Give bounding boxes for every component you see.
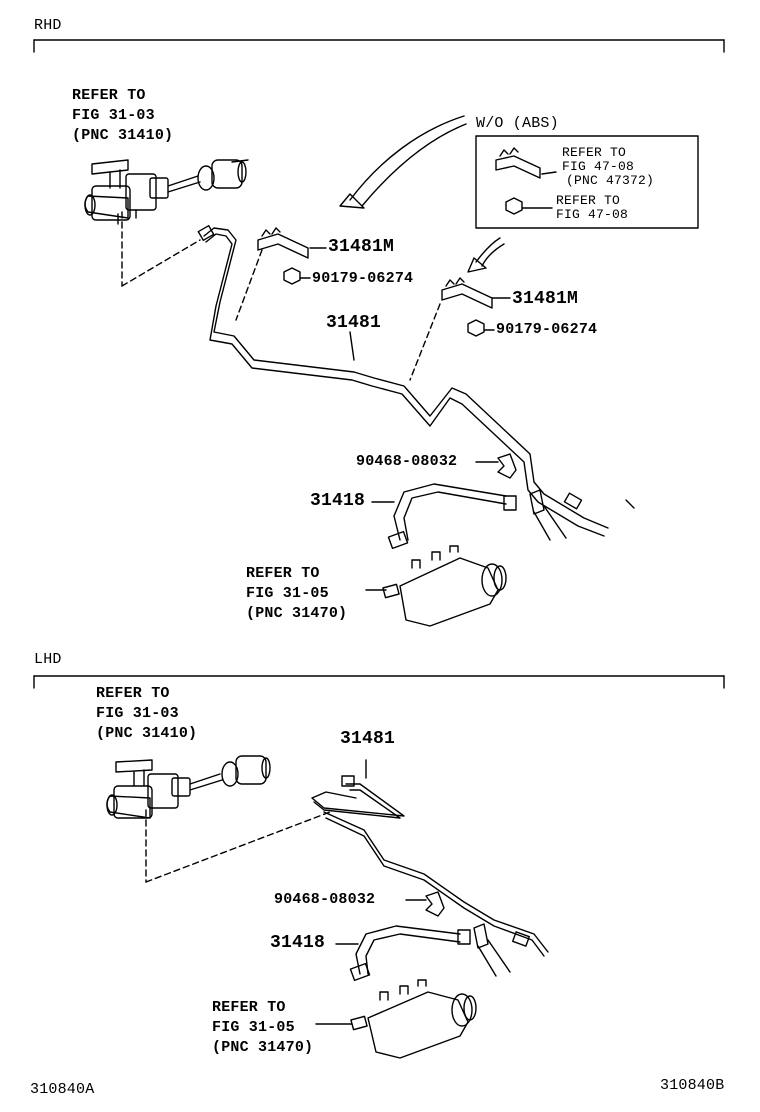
arrow-icon-rhd-2	[467, 237, 505, 273]
rhd-clamp1-part-number[interactable]: 31481M	[328, 237, 395, 257]
lhd-leader-dashed-2	[145, 811, 331, 883]
bracket-icon-lhd	[473, 923, 511, 977]
rhd-master-ref-line1[interactable]: REFER TO	[72, 87, 146, 104]
bolt-icon-rhd-2	[467, 319, 495, 337]
lhd-tube-part-number[interactable]: 31481	[340, 729, 396, 749]
wo-abs-inset-box	[475, 135, 699, 229]
slave-cylinder-icon-lhd	[315, 979, 477, 1059]
rhd-master-ref-line2[interactable]: FIG 31-03	[72, 107, 155, 124]
slave-cylinder-icon-rhd	[365, 545, 507, 627]
hose-icon-rhd	[371, 483, 517, 550]
inset-ref2-line1[interactable]: REFER TO	[556, 193, 621, 208]
rhd-slave-ref-line3[interactable]: (PNC 31470)	[246, 605, 348, 622]
rhd-leader-dashed-2	[121, 239, 201, 287]
rhd-slave-ref-line2[interactable]: FIG 31-05	[246, 585, 329, 602]
rhd-figure-code: 310840A	[30, 1081, 95, 1098]
master-cylinder-icon-lhd	[106, 755, 271, 819]
lhd-hose-part-number[interactable]: 31418	[270, 933, 326, 953]
inset-ref1-line1[interactable]: REFER TO	[562, 145, 627, 160]
lhd-figure-code: 310840B	[660, 1077, 725, 1094]
hose-icon-lhd	[335, 925, 471, 982]
lhd-master-ref-line1[interactable]: REFER TO	[96, 685, 170, 702]
clamp-icon-inset	[495, 147, 557, 179]
bolt-icon-rhd-1	[283, 267, 311, 285]
lhd-master-ref-line3[interactable]: (PNC 31410)	[96, 725, 198, 742]
lhd-slave-ref-line3[interactable]: (PNC 31470)	[212, 1039, 314, 1056]
rhd-master-ref-line3[interactable]: (PNC 31410)	[72, 127, 174, 144]
rhd-clip-part-number[interactable]: 90468-08032	[356, 453, 458, 470]
clip-icon-rhd	[475, 453, 517, 479]
rhd-slave-ref-line1[interactable]: REFER TO	[246, 565, 320, 582]
bracket-icon-rhd	[529, 489, 567, 541]
rhd-leader-dashed-3	[235, 249, 263, 321]
inset-ref1-line3[interactable]: (PNC 47372)	[566, 173, 655, 188]
lhd-slave-ref-line1[interactable]: REFER TO	[212, 999, 286, 1016]
rhd-bolt2-part-number[interactable]: 90179-06274	[496, 321, 598, 338]
rhd-section-border	[33, 39, 725, 53]
clamp-icon-rhd-1	[257, 227, 327, 259]
clutch-tube-icon	[197, 224, 635, 537]
rhd-clamp2-part-number[interactable]: 31481M	[512, 289, 579, 309]
rhd-leader-dashed-4	[409, 303, 441, 381]
bolt-icon-inset	[505, 197, 553, 215]
lhd-clip-part-number[interactable]: 90468-08032	[274, 891, 376, 908]
lhd-section-border	[33, 675, 725, 689]
rhd-section-title: RHD	[34, 17, 62, 34]
clip-icon-lhd	[405, 891, 445, 917]
rhd-tube-leader	[349, 331, 355, 361]
clutch-tube-icon-lhd	[311, 759, 549, 957]
wo-abs-label: W/O (ABS)	[476, 115, 559, 132]
lhd-slave-ref-line2[interactable]: FIG 31-05	[212, 1019, 295, 1036]
arrow-icon-rhd-1	[339, 115, 467, 209]
lhd-master-ref-line2[interactable]: FIG 31-03	[96, 705, 179, 722]
rhd-bolt1-part-number[interactable]: 90179-06274	[312, 270, 414, 287]
inset-ref2-line2[interactable]: FIG 47-08	[556, 207, 629, 222]
clamp-icon-rhd-2	[441, 277, 511, 309]
master-cylinder-icon	[84, 159, 249, 225]
rhd-hose-part-number[interactable]: 31418	[310, 491, 366, 511]
lhd-section-title: LHD	[34, 651, 62, 668]
inset-ref1-line2[interactable]: FIG 47-08	[562, 159, 635, 174]
rhd-tube-part-number[interactable]: 31481	[326, 313, 382, 333]
